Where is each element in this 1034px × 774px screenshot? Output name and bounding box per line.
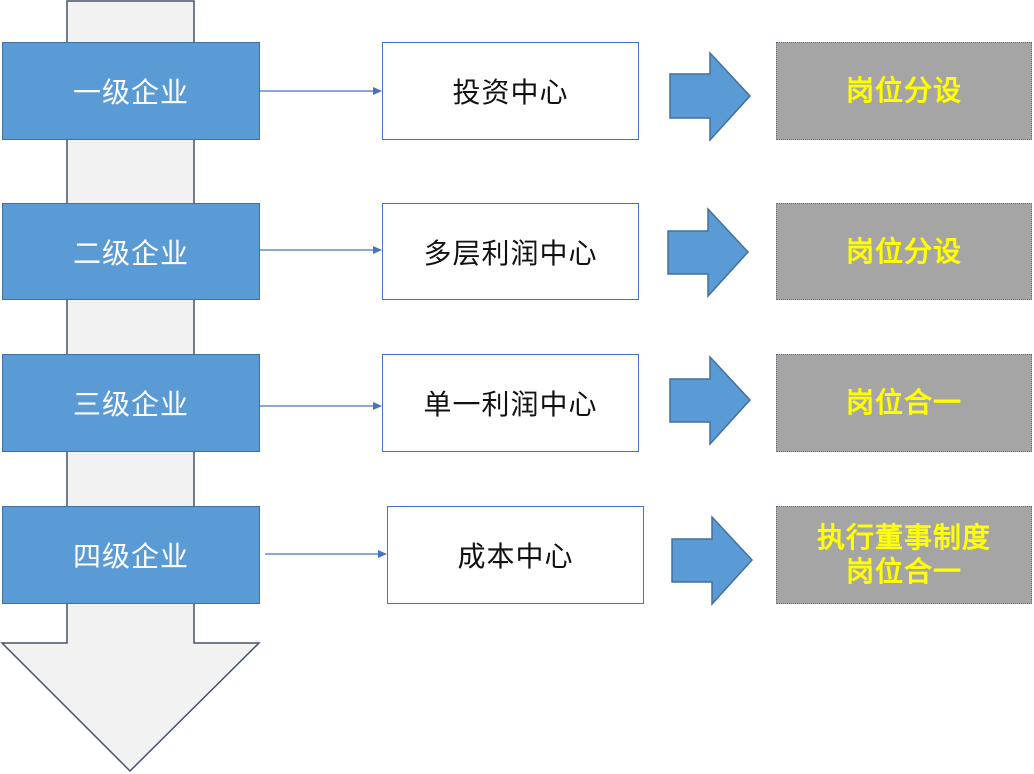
result-label: 岗位分设 <box>845 74 962 107</box>
center-box-4: 成本中心 <box>387 506 644 604</box>
level-label: 一级企业 <box>72 76 189 109</box>
result-label: 岗位合一 <box>845 386 962 419</box>
level-box-1: 一级企业 <box>2 42 260 140</box>
level-box-2: 二级企业 <box>2 203 260 300</box>
result-label: 岗位分设 <box>845 234 962 268</box>
center-box-2: 多层利润中心 <box>382 203 639 300</box>
level-label: 四级企业 <box>72 540 189 573</box>
result-box-4: 执行董事制度 岗位合一 <box>776 506 1032 604</box>
result-box-2: 岗位分设 <box>776 203 1032 300</box>
right-arrow-icon-1 <box>669 51 752 142</box>
level-box-4: 四级企业 <box>2 506 260 604</box>
right-arrow-icon-4 <box>671 515 754 606</box>
right-arrow-icon-2 <box>667 207 750 298</box>
center-label: 成本中心 <box>457 540 574 573</box>
result-box-1: 岗位分设 <box>776 42 1032 140</box>
level-box-3: 三级企业 <box>2 354 260 452</box>
center-box-3: 单一利润中心 <box>382 354 639 452</box>
center-label: 多层利润中心 <box>423 236 598 270</box>
center-label: 投资中心 <box>452 76 569 109</box>
right-arrow-icon-3 <box>669 355 752 446</box>
result-label-line-1: 执行董事制度 <box>816 521 991 554</box>
center-label: 单一利润中心 <box>423 388 598 421</box>
result-label-line-2: 岗位合一 <box>845 555 962 588</box>
level-label: 三级企业 <box>72 388 189 421</box>
result-box-3: 岗位合一 <box>776 354 1032 452</box>
center-box-1: 投资中心 <box>382 42 639 140</box>
level-label: 二级企业 <box>72 236 189 270</box>
